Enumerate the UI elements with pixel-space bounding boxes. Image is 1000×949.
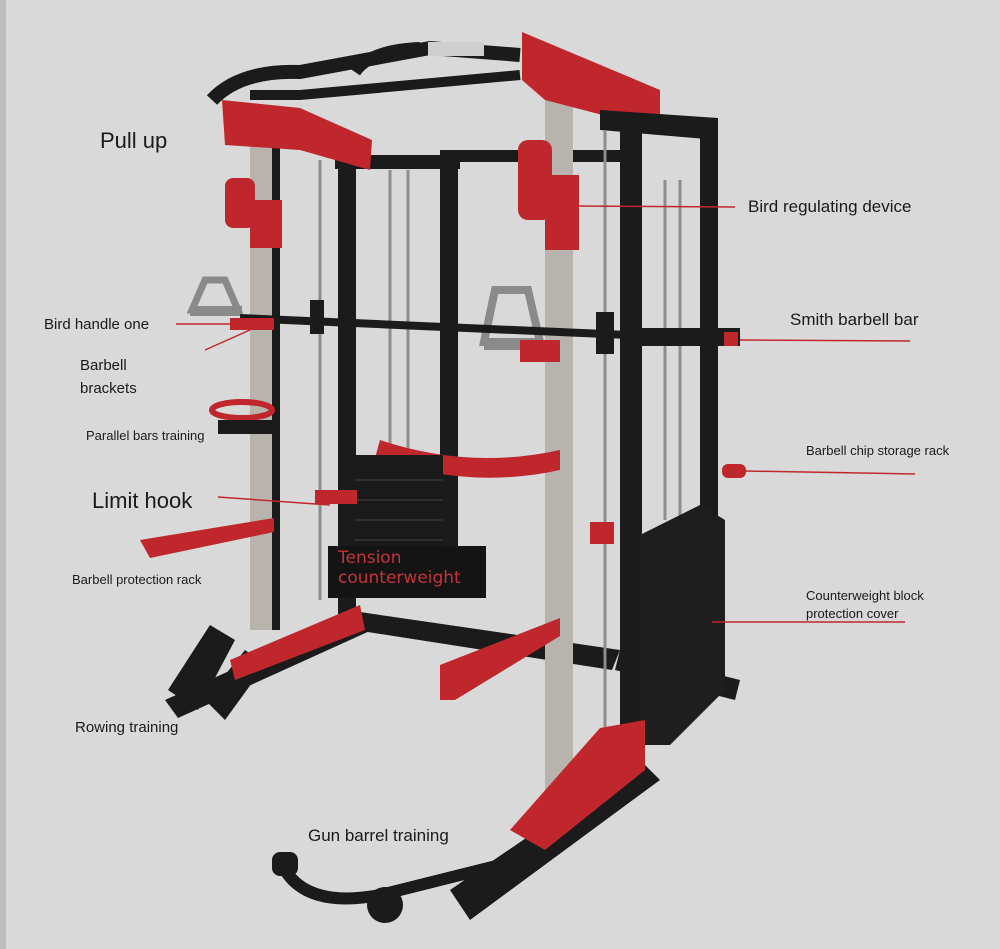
label-counterweight-2: protection cover — [806, 606, 899, 621]
leader-lines — [176, 205, 916, 623]
pull-up-bar — [206, 40, 521, 105]
pulley-left — [225, 178, 282, 248]
label-parallel-bars-training: Parallel bars training — [86, 428, 205, 443]
label-pull-up: Pull up — [100, 128, 168, 153]
pulley-right — [518, 140, 579, 250]
cables — [318, 130, 682, 750]
label-rowing-training: Rowing training — [75, 719, 179, 736]
rowing-handle — [168, 605, 365, 720]
left-edge-strip — [0, 0, 6, 949]
label-smith-barbell-bar: Smith barbell bar — [790, 310, 919, 329]
label-barbell-brackets-1: Barbell — [80, 357, 127, 374]
counterweight-cover — [640, 505, 725, 745]
barbell-brackets — [230, 318, 560, 362]
landmine-attachment — [272, 720, 645, 923]
chip-storage-peg — [722, 464, 746, 478]
label-barbell-chip-storage-rack: Barbell chip storage rack — [806, 443, 950, 458]
tension-counterweight-box: Tension counterweight — [328, 546, 486, 598]
tension-line-1: Tension — [338, 548, 402, 568]
label-barbell-brackets-2: brackets — [80, 380, 137, 397]
label-gun-barrel-training: Gun barrel training — [308, 826, 449, 845]
label-counterweight-1: Counterweight block — [806, 588, 924, 603]
label-bird-regulating-device: Bird regulating device — [748, 197, 912, 216]
label-limit-hook: Limit hook — [92, 488, 193, 513]
tension-line-2: counterweight — [338, 568, 461, 588]
protection-racks — [140, 490, 614, 700]
parallel-bars — [209, 399, 280, 434]
label-barbell-protection-rack: Barbell protection rack — [72, 572, 202, 587]
smith-barbell — [239, 300, 741, 354]
label-bird-handle-one: Bird handle one — [44, 316, 150, 333]
d-handle-left — [186, 276, 244, 316]
